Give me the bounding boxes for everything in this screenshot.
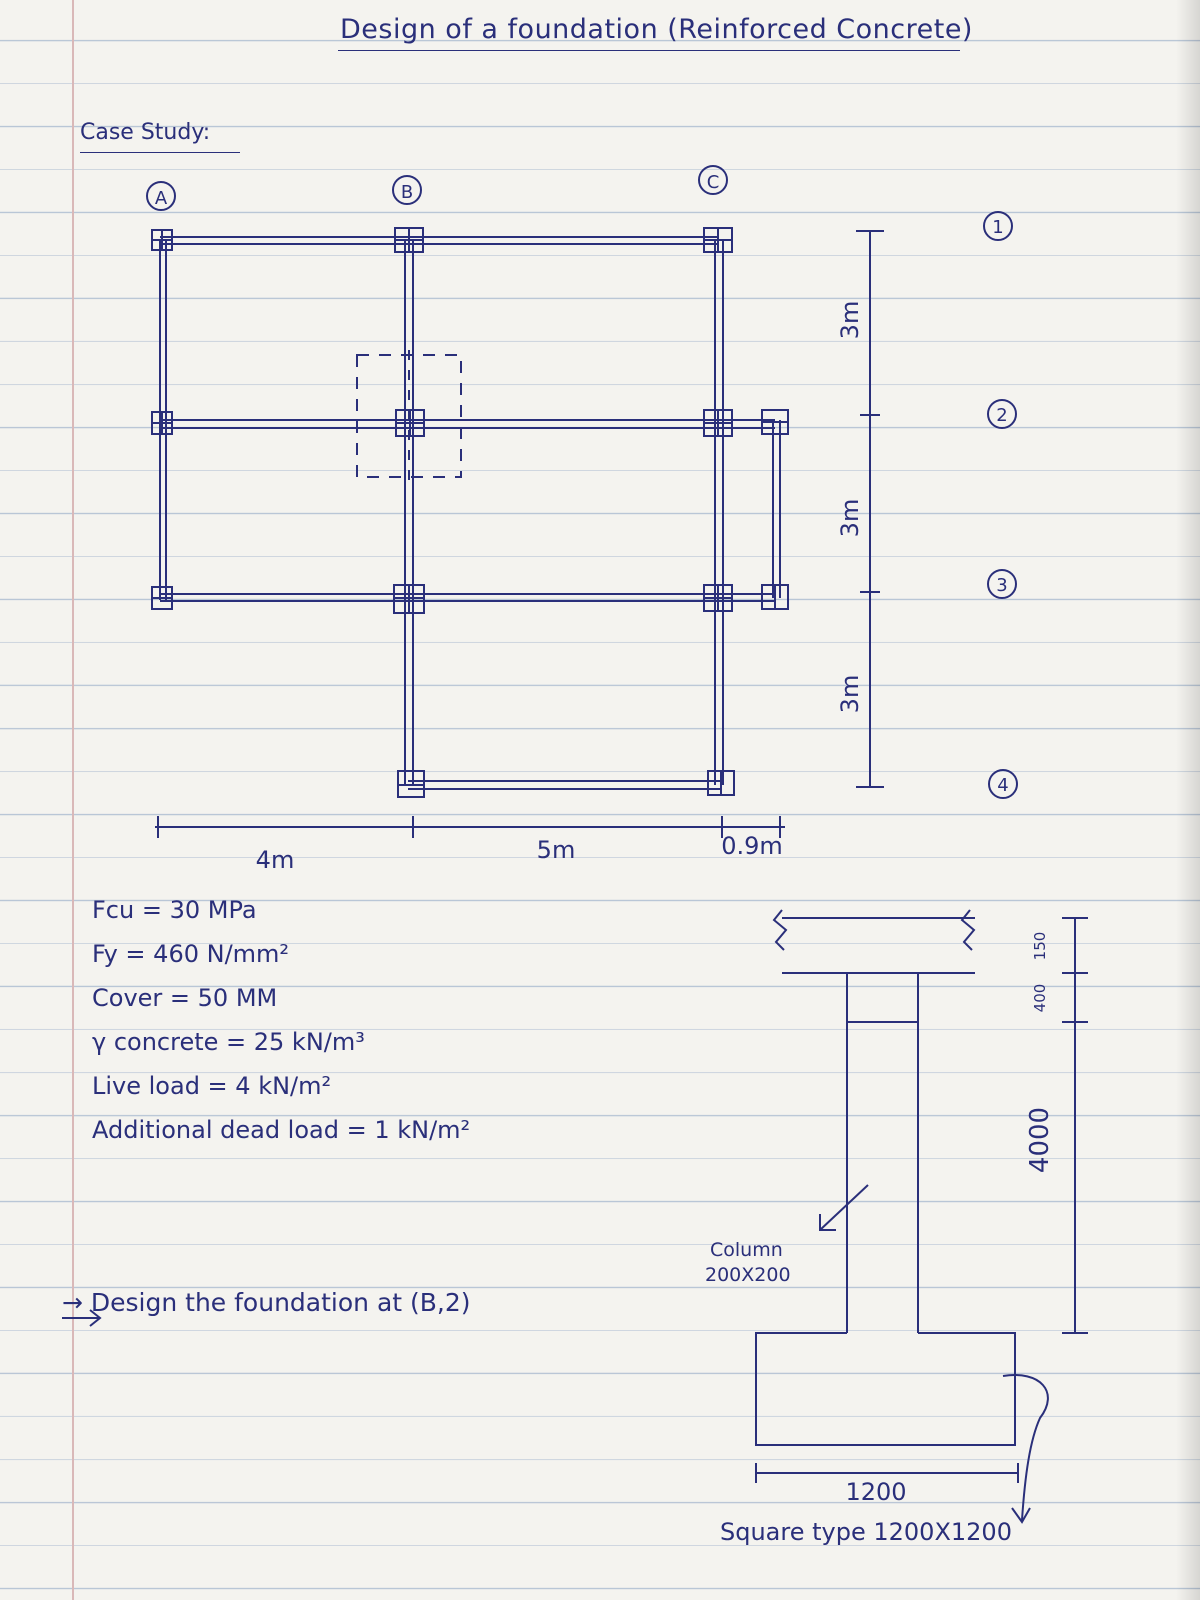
- footing-type-label: Square type 1200X1200: [720, 1518, 1012, 1546]
- column-C1: [703, 227, 733, 253]
- column-B1: [394, 227, 424, 253]
- column-C3: [703, 584, 733, 612]
- property-gamma-concrete: γ concrete = 25 kN/m³: [92, 1028, 365, 1056]
- span-label-3m-bot: 3m: [836, 675, 864, 714]
- beam-col-B: [404, 240, 414, 785]
- span-label-5m: 5m: [537, 836, 576, 864]
- beam-row-1: [160, 236, 718, 245]
- design-properties: Fcu = 30 MPa Fy = 460 N/mm² Cover = 50 M…: [92, 888, 470, 1152]
- column-C4: [707, 770, 735, 796]
- dimension-1200: [755, 1463, 1019, 1483]
- column-A2: [151, 411, 173, 435]
- property-fy: Fy = 460 N/mm²: [92, 940, 290, 968]
- grid-bubble-2: [987, 399, 1017, 429]
- slab-section: [772, 909, 976, 974]
- property-additional-dead-load: Additional dead load = 1 kN/m²: [92, 1116, 471, 1144]
- column-label-line1: Column: [710, 1239, 783, 1261]
- span-label-4m: 4m: [256, 846, 295, 874]
- column-label-line2: 200X200: [705, 1264, 791, 1286]
- grid-label-C: C: [707, 172, 720, 193]
- span-label-3m-mid: 3m: [836, 499, 864, 538]
- beam-col-C: [714, 240, 724, 785]
- grid-bubble-3: [987, 569, 1017, 599]
- column-B3: [393, 584, 425, 614]
- grid-bubble-A: [146, 181, 176, 211]
- vertical-dimension-line: [856, 230, 884, 788]
- property-live-load: Live load = 4 kN/m²: [92, 1072, 332, 1100]
- dim-label-1200: 1200: [845, 1478, 906, 1506]
- page-edge-shadow: [1176, 0, 1200, 1600]
- span-label-3m-top: 3m: [836, 301, 864, 340]
- grid-label-3: 3: [996, 575, 1007, 596]
- grid-bubble-1: [983, 211, 1013, 241]
- footing-section: [755, 1332, 1016, 1446]
- grid-bubble-C: [698, 165, 728, 195]
- column-cantilever-2: [761, 409, 789, 435]
- beam-row-2: [160, 419, 775, 429]
- dim-label-150: 150: [1031, 932, 1049, 961]
- case-study-underline: [80, 152, 240, 153]
- grid-bubble-B: [392, 175, 422, 205]
- column-A1: [151, 229, 173, 251]
- column-C2: [703, 409, 733, 437]
- beam-cantilever: [772, 420, 781, 598]
- horizontal-dimension-line: [155, 816, 785, 838]
- title-underline: [338, 50, 960, 51]
- grid-label-1: 1: [992, 217, 1003, 238]
- grid-bubble-4: [988, 769, 1018, 799]
- dim-label-400: 400: [1031, 984, 1049, 1013]
- beam-col-A: [159, 240, 167, 600]
- footing-arrow: [1002, 1374, 1049, 1524]
- grid-label-B: B: [401, 182, 413, 203]
- margin-line: [72, 0, 74, 1600]
- page-title: Design of a foundation (Reinforced Concr…: [340, 14, 973, 45]
- dimension-vertical-section: [1062, 917, 1088, 1334]
- column-B4: [397, 770, 425, 798]
- span-label-0.9m: 0.9m: [721, 832, 783, 860]
- column-arrow: [819, 1184, 869, 1231]
- grid-label-2: 2: [996, 405, 1007, 426]
- beam-row-4: [408, 780, 722, 790]
- property-fcu: Fcu = 30 MPa: [92, 896, 257, 924]
- property-cover: Cover = 50 MM: [92, 984, 278, 1012]
- task-arrow: [62, 1309, 102, 1327]
- dim-label-4000: 4000: [1025, 1107, 1055, 1173]
- grid-label-4: 4: [997, 775, 1008, 796]
- beam-row-3: [160, 593, 775, 602]
- column-cantilever-3: [761, 584, 789, 610]
- task-statement: → Design the foundation at (B,2): [62, 1288, 471, 1317]
- column-A3: [151, 586, 173, 610]
- grid-label-A: A: [155, 188, 168, 209]
- case-study-label: Case Study:: [80, 120, 211, 145]
- column-section: [846, 973, 919, 1333]
